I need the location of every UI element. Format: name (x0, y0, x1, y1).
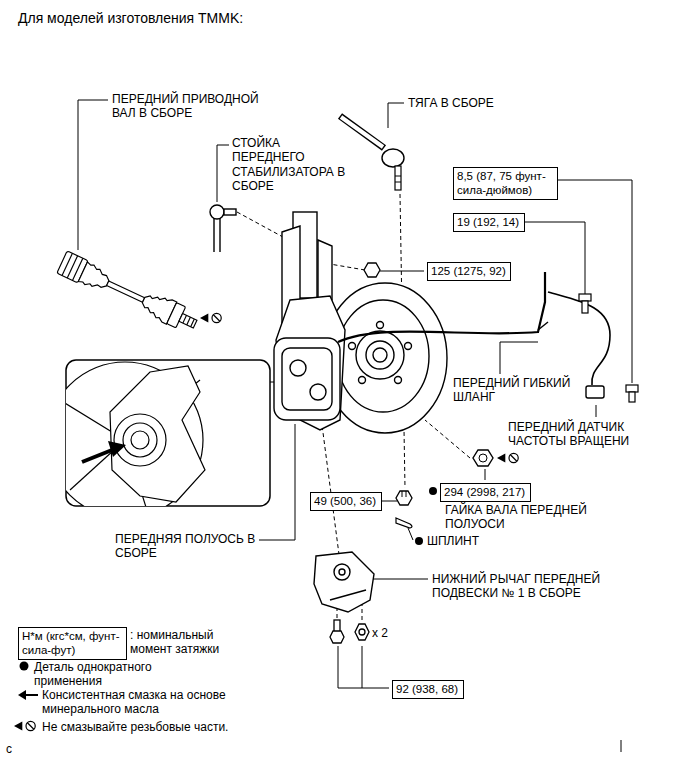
drive-shaft (57, 251, 200, 335)
label-box: ШПЛИНТ (427, 534, 479, 548)
torque-box: 125 (1275, 92) (427, 262, 511, 281)
leader-line (485, 469, 486, 480)
single-use-dot (20, 662, 29, 671)
legend-entry: Консистентная смазка на основе минеральн… (42, 688, 272, 717)
inset-view (47, 360, 270, 520)
hose-bracket (538, 322, 548, 330)
nut (355, 624, 369, 640)
torque-value: 125 (1275, 92) (431, 264, 507, 278)
torque-box: 294 (2998, 217) (440, 483, 531, 502)
label-box: ПЕРЕДНИЙ ПРИВОДНОЙ ВАЛ В СБОРЕ (112, 92, 277, 121)
part-name: ШПЛИНТ (427, 534, 479, 548)
leader-line (522, 222, 585, 294)
leader-line (372, 579, 428, 580)
label-box: ПЕРЕДНЯЯ ПОЛУОСЬ В СБОРЕ (115, 532, 257, 561)
dashed-line (425, 420, 470, 458)
single-use-dot (429, 487, 437, 495)
tie-rod (340, 116, 404, 190)
leader-line (558, 180, 632, 383)
torque-box: 92 (938, 68) (392, 680, 464, 699)
leader-line (338, 646, 389, 688)
part-name: ПЕРЕДНИЙ ГИБКИЙ ШЛАНГ (453, 376, 570, 404)
legend-entry: Не смазывайте резьбовые части. (42, 720, 228, 734)
lower-arm (314, 552, 374, 612)
leader-line (380, 271, 424, 272)
torque-value: 19 (192, 14) (457, 215, 521, 229)
torque-box: Н*м (кгс*см, фунт-сила-фут) (18, 627, 127, 660)
torque-value: Н*м (кгс*см, фунт-сила-фут) (22, 629, 123, 658)
grease-symbol (18, 690, 38, 700)
label-box: ПЕРЕДНИЙ ДАТЧИК ЧАСТОТЫ ВРАЩЕНИ (508, 420, 640, 449)
no-lube-symbol (200, 313, 221, 322)
legend-entry: Деталь однократного применения (34, 660, 184, 689)
stabilizer-link (210, 205, 236, 252)
part-name: ПЕРЕДНЯЯ ПОЛУОСЬ В СБОРЕ (115, 532, 255, 560)
label-box: x 2 (372, 626, 388, 640)
page-mark (621, 740, 622, 752)
torque-value: 49 (500, 36) (314, 494, 378, 508)
cotter-pin (396, 518, 412, 528)
brake-caliper (274, 338, 340, 420)
label-box: ПЕРЕДНИЙ ГИБКИЙ ШЛАНГ (453, 376, 581, 405)
leader-line (500, 342, 538, 374)
no-lube-symbol (497, 453, 518, 462)
part-name: НИЖНИЙ РЫЧАГ ПЕРЕДНЕЙ ПОДВЕСКИ № 1 В СБО… (432, 572, 600, 600)
legend-text: Консистентная смазка на основе минеральн… (42, 688, 226, 716)
torque-box: 49 (500, 36) (310, 492, 382, 511)
label-box: НИЖНИЙ РЫЧАГ ПЕРЕДНЕЙ ПОДВЕСКИ № 1 В СБО… (432, 572, 617, 601)
bolt (330, 620, 344, 643)
legend-entry: : номинальный момент затяжки (130, 628, 258, 657)
label-box: ТЯГА В СБОРЕ (408, 96, 494, 110)
assembly-lines (237, 194, 470, 620)
leader-line (362, 646, 363, 688)
brake-hose (338, 272, 545, 342)
torque-value: 8,5 (87, 75 фунт-сила-дюймов) (457, 169, 554, 198)
leader-line (78, 100, 108, 250)
label-box: c (6, 742, 12, 756)
title-text: Для моделей изготовления TMMK: (18, 10, 243, 26)
part-name: ТЯГА В СБОРЕ (408, 96, 494, 110)
torque-value: 92 (938, 68) (396, 682, 460, 696)
leader-line (408, 528, 413, 540)
legend-text: : номинальный момент затяжки (130, 628, 219, 656)
axle-nut (473, 450, 493, 466)
part-name: ПЕРЕДНИЙ ПРИВОДНОЙ ВАЛ В СБОРЕ (112, 92, 259, 120)
torque-box: 8,5 (87, 75 фунт-сила-дюймов) (453, 167, 558, 200)
label-box: ГАЙКА ВАЛА ПЕРЕДНЕЙ ПОЛУОСИ (445, 503, 615, 532)
no-lube-symbol (14, 721, 35, 730)
part-name: ГАЙКА ВАЛА ПЕРЕДНЕЙ ПОЛУОСИ (445, 503, 587, 531)
single-use-dot (415, 537, 423, 545)
leader-line (596, 405, 597, 417)
leader-line (388, 103, 404, 128)
torque-value: 294 (2998, 217) (444, 485, 527, 499)
part-name: СТОЙКА ПЕРЕДНЕГО СТАБИЛИЗАТОРА В СБОРЕ (232, 136, 345, 193)
part-name: ПЕРЕДНИЙ ДАТЧИК ЧАСТОТЫ ВРАЩЕНИ (508, 420, 629, 448)
leader-line (217, 145, 229, 202)
leader-lines (78, 100, 632, 688)
part-name: x 2 (372, 626, 388, 640)
title: Для моделей изготовления TMMK: (18, 10, 243, 27)
label-box: СТОЙКА ПЕРЕДНЕГО СТАБИЛИЗАТОРА В СБОРЕ (232, 136, 350, 194)
torque-box: 19 (192, 14) (453, 213, 525, 232)
legend-text: Не смазывайте резьбовые части. (42, 720, 228, 734)
nut (364, 263, 380, 277)
part-name: c (6, 742, 12, 756)
legend-text: Деталь однократного применения (34, 660, 152, 688)
castle-nut (396, 491, 412, 505)
